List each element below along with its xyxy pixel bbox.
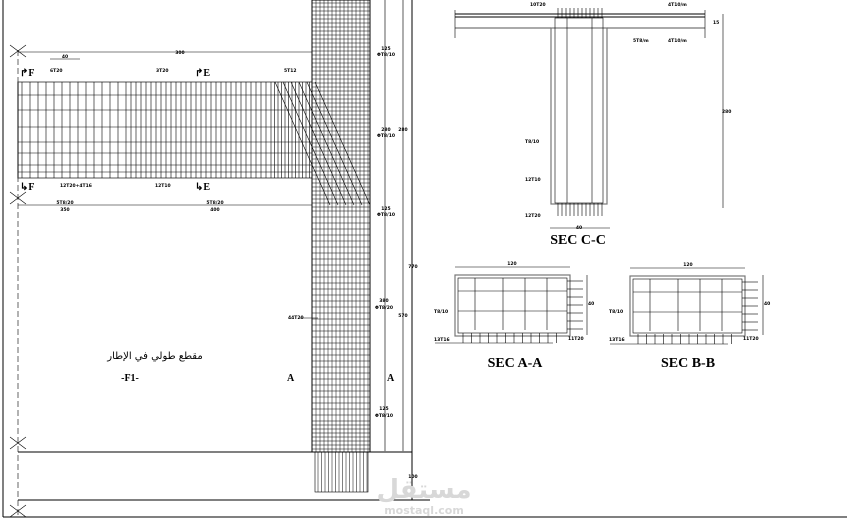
col-zone-bar: ΦT8/10 xyxy=(377,212,395,218)
col-zone-bar: ΦT8/10 xyxy=(377,52,395,58)
col-zone-bar: ΦT8/20 xyxy=(375,305,393,311)
cc-bottom-bars: 12T20 xyxy=(525,213,541,219)
aa-title: SEC A-A xyxy=(488,356,544,371)
beam-dim-total: 300 xyxy=(175,50,184,56)
drawing-title-code: -F1- xyxy=(121,373,139,384)
drawing-title-arabic: مقطع طولي في الإطار xyxy=(106,351,202,362)
cc-side-bars: 12T10 xyxy=(525,177,541,183)
section-bb: 120 40 T8/10 13T16 11T20 SEC B-B xyxy=(609,262,770,371)
section-mark-f-top: ↱F xyxy=(20,68,35,79)
section-mark-e-top: ↱E xyxy=(195,68,210,79)
column-reinforcement-grid xyxy=(312,0,370,452)
watermark-logo-ar: مستقل xyxy=(376,475,471,505)
cc-slab-top: 4T10/m xyxy=(668,2,687,8)
col-zone-len: 125 xyxy=(379,406,388,412)
support-markers xyxy=(9,44,27,518)
rebar-line xyxy=(274,81,331,206)
stirrup-left-len: 350 xyxy=(60,207,69,213)
aa-grid xyxy=(435,278,583,344)
col-zone-len: 380 xyxy=(379,298,388,304)
bb-bars-side: 11T20 xyxy=(743,336,759,342)
cc-stirrups: T8/10 xyxy=(525,139,539,145)
bb-grid xyxy=(610,279,758,345)
col-zone-len: 125 xyxy=(381,206,390,212)
col-zone-len: 125 xyxy=(381,46,390,52)
stirrup-left: 5T8/20 xyxy=(56,200,73,206)
aa-stirrups: T8/10 xyxy=(434,309,448,315)
cc-slab-thk: 15 xyxy=(713,20,719,26)
footing-bars xyxy=(317,452,368,492)
section-mark-a-right: A xyxy=(387,373,395,384)
bb-stirrups: T8/10 xyxy=(609,309,623,315)
col-dim-footing: 100 xyxy=(408,474,417,480)
stirrup-mid-len: 400 xyxy=(210,207,219,213)
aa-bars-bottom: 13T16 xyxy=(434,337,450,343)
cc-bars xyxy=(557,8,603,216)
col-long-bars: 44T20 xyxy=(288,315,304,321)
column-elevation: 125 ΦT8/10 280 ΦT8/10 125 ΦT8/10 380 ΦT8… xyxy=(18,0,430,501)
beam-elevation: 300 40 6T20 3T20 5T12 12T20+4T16 12T10 5… xyxy=(9,44,371,518)
col-dim-lower: 570 xyxy=(398,313,407,319)
col-dim-total: 770 xyxy=(408,264,417,270)
rebar-line xyxy=(290,81,347,206)
beam-dim-end: 40 xyxy=(62,54,68,60)
beam-reinforcement-grid xyxy=(18,82,312,178)
label-bottom-mid: 12T10 xyxy=(155,183,171,189)
col-dim-joint: 280 xyxy=(398,127,407,133)
label-top-mid: 3T20 xyxy=(156,68,168,74)
rebar-line xyxy=(314,81,371,206)
section-mark-e-bottom: ↳E xyxy=(195,182,210,193)
col-zone-bar: ΦT8/10 xyxy=(377,133,395,139)
section-cc: 10T20 4T10/m 4T10/m 5T8/m 15 T8/10 12T10… xyxy=(454,2,731,248)
section-aa: 120 40 T8/10 13T16 11T20 SEC A-A xyxy=(434,261,594,371)
section-mark-a-left: A xyxy=(287,373,295,384)
rebar-line xyxy=(282,81,339,206)
bb-width: 120 xyxy=(683,262,692,268)
watermark-logo-en: mostaql.com xyxy=(384,504,464,517)
label-top-left: 6T20 xyxy=(50,68,62,74)
col-zone-bar: ΦT8/10 xyxy=(375,413,393,419)
rebar-line xyxy=(306,81,363,206)
rebar-line xyxy=(298,81,355,206)
bb-bars-bottom: 13T16 xyxy=(609,337,625,343)
section-mark-f-bottom: ↳F xyxy=(20,182,35,193)
label-top-right: 5T12 xyxy=(284,68,296,74)
label-bottom-left: 12T20+4T16 xyxy=(60,183,92,189)
col-zone-len: 280 xyxy=(381,127,390,133)
bb-title: SEC B-B xyxy=(661,356,715,371)
cc-title: SEC C-C xyxy=(550,233,606,248)
aa-width: 120 xyxy=(507,261,516,267)
cc-slab-dist: 5T8/m xyxy=(633,38,649,44)
cc-slab-bottom: 4T10/m xyxy=(668,38,687,44)
cc-depth: 280 xyxy=(722,109,731,115)
bb-depth: 40 xyxy=(764,301,770,307)
aa-bars-side: 11T20 xyxy=(568,336,584,342)
cc-top-bars: 10T20 xyxy=(530,2,546,8)
aa-depth: 40 xyxy=(588,301,594,307)
stirrup-mid: 5T8/20 xyxy=(206,200,223,206)
